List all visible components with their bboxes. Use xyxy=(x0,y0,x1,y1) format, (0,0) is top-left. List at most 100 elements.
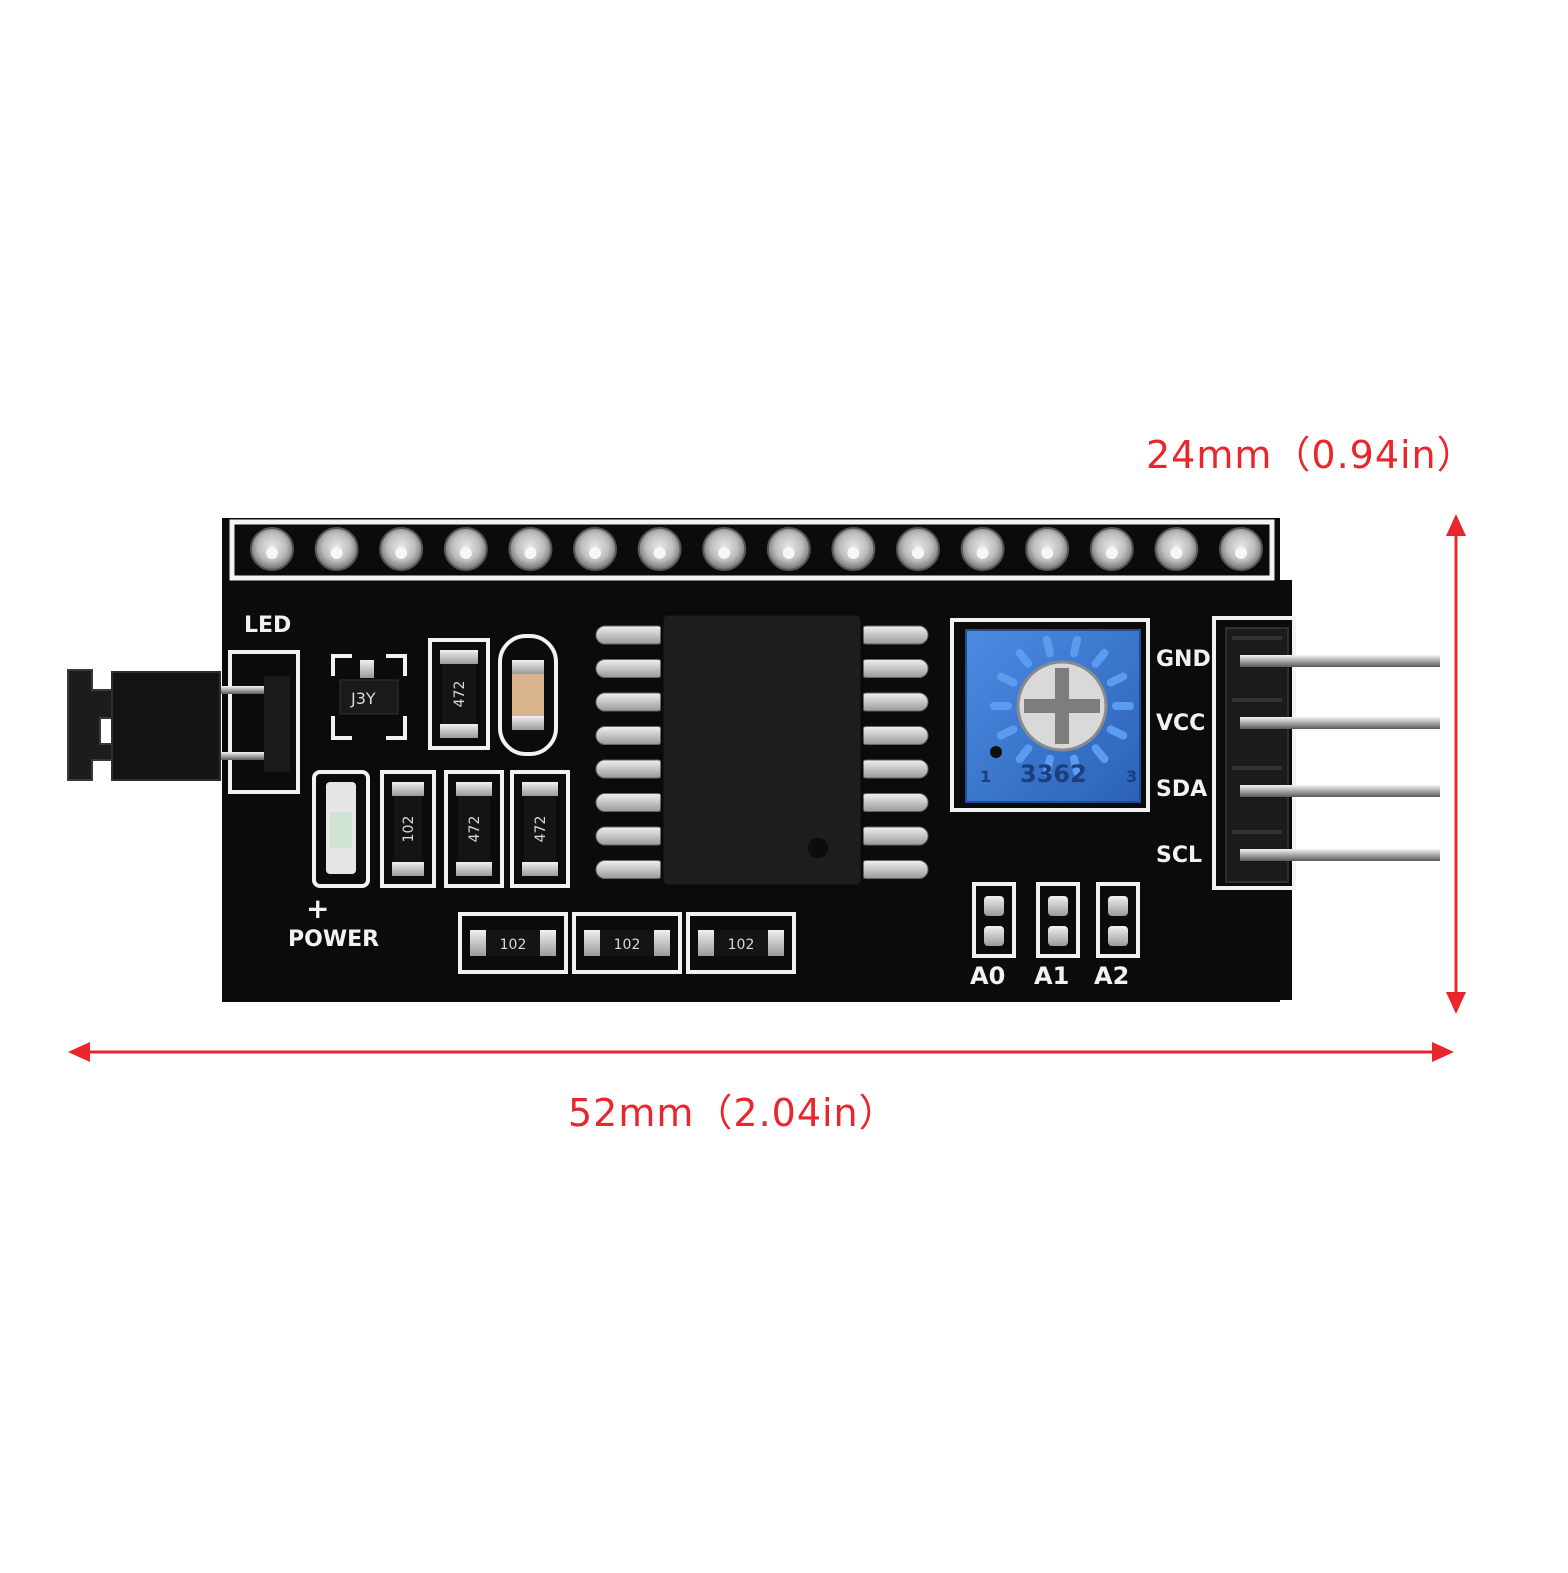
smd-resistor-horizontal: 102 xyxy=(686,912,796,974)
resistor-marking: 102 xyxy=(401,816,417,843)
ic-pin1-dot xyxy=(808,838,828,858)
pot-tooth xyxy=(1070,754,1082,777)
width-dimension-arrow xyxy=(68,1042,1454,1062)
i2c-header-housing xyxy=(1225,627,1289,883)
header-pad-row xyxy=(250,527,1263,571)
header-solder-pad xyxy=(960,527,1005,571)
ic-pin-right xyxy=(857,726,929,745)
resistor-marking: 102 xyxy=(500,937,527,953)
ic-pin-right xyxy=(857,692,929,712)
pot-tooth xyxy=(1042,635,1054,658)
horizontal-smd-resistors: 102 102 102 xyxy=(458,912,796,974)
led-label: LED xyxy=(244,613,291,638)
pin-label-sda: SDA xyxy=(1156,777,1207,802)
header-solder-pad xyxy=(250,527,294,571)
header-solder-pad xyxy=(379,527,424,571)
ic-chip-pcf8574 xyxy=(660,612,864,888)
transistor-sot23: J3Y xyxy=(331,654,407,740)
smd-resistor: 472 xyxy=(428,638,490,750)
header-solder-pad xyxy=(766,527,811,571)
pot-gear-teeth xyxy=(990,635,1134,777)
i2c-header-silk-frame xyxy=(1212,616,1296,890)
height-dimension-label: 24mm（0.94in） xyxy=(1146,433,1476,477)
address-label-a2: A2 xyxy=(1094,962,1129,990)
pot-tooth xyxy=(996,672,1018,687)
resistor-marking: 472 xyxy=(533,816,549,843)
ic-pin-right xyxy=(857,793,929,812)
ic-pin-left xyxy=(595,625,667,645)
pot-pin-left-label: 1 xyxy=(980,767,991,786)
header-solder-pad xyxy=(508,527,553,571)
i2c-pin xyxy=(1232,766,1440,797)
header-solder-pad xyxy=(1089,527,1134,571)
ic-pin-right xyxy=(857,759,929,779)
pin-label-vcc: VCC xyxy=(1156,711,1205,736)
header-solder-pad xyxy=(1219,527,1263,571)
height-dimension-arrow xyxy=(1446,514,1466,1014)
pin-label-gnd: GND xyxy=(1156,647,1211,672)
smd-resistor-horizontal: 102 xyxy=(572,912,682,974)
pot-tooth xyxy=(996,725,1018,740)
ic-pin-left xyxy=(595,793,667,812)
jumper-silk-frame xyxy=(228,650,300,794)
ic-pin-right xyxy=(857,625,929,645)
i2c-pin xyxy=(1232,636,1440,667)
header-solder-pad xyxy=(1154,527,1199,571)
jumper-body xyxy=(111,671,221,781)
pot-silk-frame xyxy=(950,618,1150,812)
width-dimension-label: 52mm（2.04in） xyxy=(568,1091,898,1135)
ic-pin-left xyxy=(595,692,667,712)
pot-tooth xyxy=(1015,744,1033,764)
ic-pin-left xyxy=(595,726,667,745)
power-plus-sign: + xyxy=(306,892,329,925)
vertical-smd-components: 472 102 472 472 xyxy=(380,634,570,888)
power-led xyxy=(312,770,370,888)
power-label: POWER xyxy=(288,927,379,952)
ic-pin-left xyxy=(595,860,667,879)
ic-pin-left xyxy=(595,759,667,779)
resistor-marking: 102 xyxy=(614,937,641,953)
ic-pin-left xyxy=(595,826,667,846)
pot-tooth xyxy=(1106,725,1128,740)
header-silk-frame xyxy=(229,519,1275,581)
jumper-pin-upper xyxy=(218,686,282,694)
pot-tooth xyxy=(1015,648,1033,668)
header-solder-pad xyxy=(702,527,747,571)
i2c-pin xyxy=(1232,830,1440,861)
ic-pins xyxy=(595,625,929,879)
jumper-pin-lower xyxy=(218,752,282,760)
pot-tooth xyxy=(1106,672,1128,687)
pot-marking: 3362 xyxy=(1020,760,1087,788)
address-pad-pair xyxy=(1096,882,1140,958)
header-solder-pad xyxy=(573,527,617,571)
smd-capacitor xyxy=(498,634,558,756)
pin-label-scl: SCL xyxy=(1156,843,1202,868)
i2c-header-pins xyxy=(1232,636,1440,861)
header-solder-pad xyxy=(896,527,940,571)
ic-pin-right xyxy=(857,659,929,678)
address-jumper-pads xyxy=(972,882,1140,958)
ic-pin-right xyxy=(857,860,929,879)
pot-pin1-dot xyxy=(990,746,1002,758)
smd-resistor: 102 xyxy=(380,770,436,888)
address-label-a0: A0 xyxy=(970,962,1005,990)
pot-pin-right-label: 3 xyxy=(1126,767,1137,786)
resistor-marking: 472 xyxy=(452,681,468,708)
jumper-cap xyxy=(67,669,121,781)
resistor-marking: 102 xyxy=(728,937,755,953)
pot-cross-h xyxy=(1024,699,1100,713)
pot-tooth xyxy=(1070,635,1082,658)
ic-pin-right xyxy=(857,826,929,846)
jumper-pin-base xyxy=(264,676,290,772)
address-pad-pair xyxy=(972,882,1016,958)
header-solder-pad xyxy=(443,527,488,571)
ic-pin-left xyxy=(595,659,667,678)
header-solder-pad xyxy=(637,527,682,571)
address-pad-pair xyxy=(1036,882,1080,958)
header-solder-pad xyxy=(1025,527,1070,571)
smd-resistor: 472 xyxy=(444,770,504,888)
header-solder-pad xyxy=(314,527,359,571)
transistor-marking: J3Y xyxy=(350,689,376,708)
